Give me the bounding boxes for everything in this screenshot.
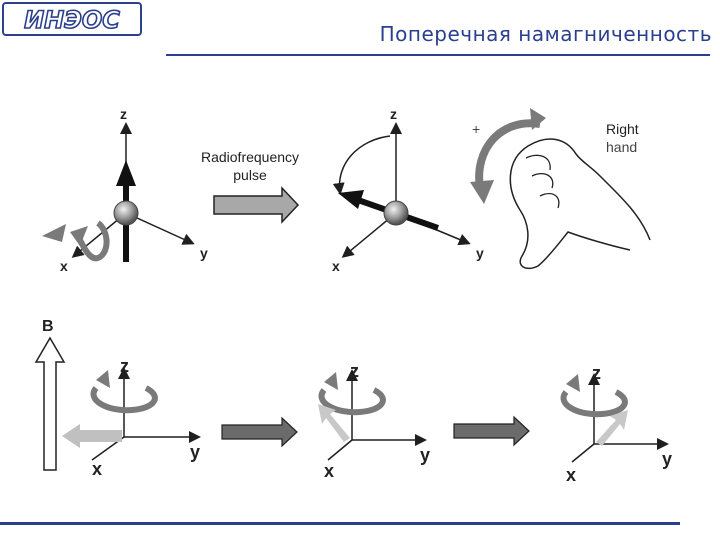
axis-label-y: y: [476, 245, 484, 261]
footer-divider: [0, 522, 680, 525]
field-arrow-b: [34, 336, 66, 471]
transition-arrow-1: [221, 416, 298, 448]
axis-label-x: x: [324, 461, 334, 481]
pulse-label-line2: pulse: [233, 167, 267, 183]
bottom-frame-2: z y x: [318, 361, 430, 481]
hand-plus: +: [472, 121, 480, 137]
rf-pulse-arrow: [213, 186, 300, 224]
precession-arrow: [318, 387, 386, 416]
axis-label-y: y: [200, 245, 208, 261]
axis-label-y: y: [662, 449, 672, 469]
transition-arrow-2: [453, 415, 530, 447]
axis-label-z: z: [390, 106, 397, 122]
precession-arrow: [90, 385, 158, 414]
axis-label-y: y: [190, 442, 200, 462]
header-divider: [166, 54, 710, 56]
nucleus-sphere: [383, 200, 409, 226]
axis-label-z: z: [120, 356, 129, 376]
axis-label-y: y: [420, 445, 430, 465]
pulse-label-line1: Radiofrequency: [201, 149, 299, 165]
top-left-axes: z y x: [42, 106, 208, 274]
transverse-vector: [596, 410, 628, 446]
page-title: Поперечная намагниченность: [379, 22, 712, 46]
top-right-axes: z y x: [332, 106, 484, 274]
transverse-vector: [318, 404, 350, 442]
transverse-vector: [62, 424, 122, 448]
axis-label-x: x: [92, 459, 102, 479]
logo-text: ИНЭОС: [24, 6, 120, 34]
tipping-arc: [332, 135, 391, 195]
axis-label-z: z: [592, 363, 601, 383]
axis-label-z: z: [120, 106, 127, 122]
right-hand-illustration: + Right hand: [470, 108, 651, 270]
inzos-logo: ИНЭОС: [2, 2, 142, 36]
bottom-frame-1: z y x: [62, 356, 201, 479]
nucleus-sphere: [113, 200, 139, 226]
axis-label-x: x: [60, 258, 68, 274]
field-label-b: B: [42, 318, 54, 335]
hand-label-line2: hand: [606, 139, 637, 155]
curl-arrow: [475, 119, 541, 189]
hand-label-line1: Right: [606, 121, 639, 137]
axis-label-x: x: [332, 258, 340, 274]
bottom-frame-3: z y x: [560, 363, 672, 485]
axis-label-x: x: [566, 465, 576, 485]
precession-arrow: [77, 220, 110, 262]
axis-label-z: z: [350, 361, 359, 381]
precession-arrow: [560, 389, 628, 418]
